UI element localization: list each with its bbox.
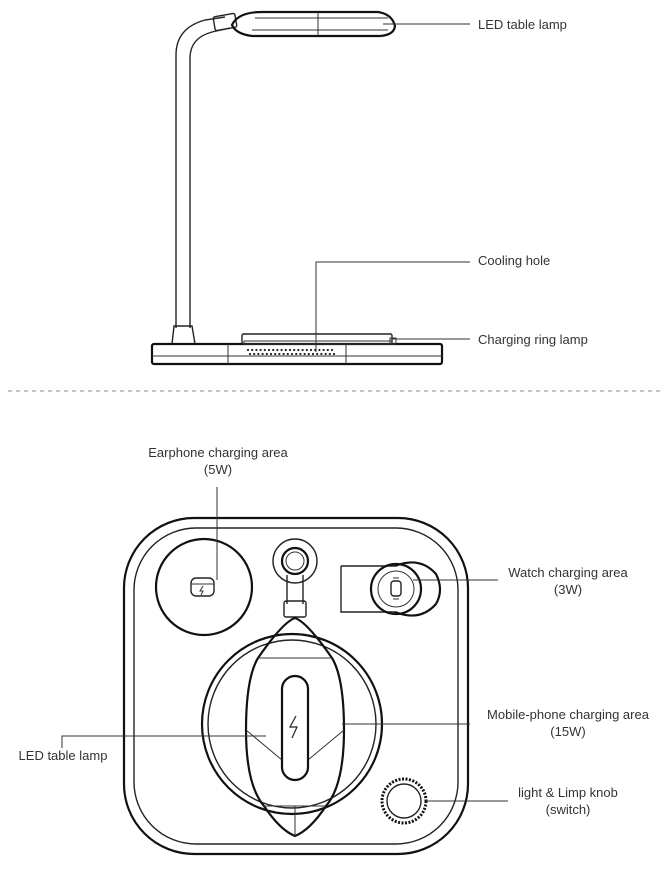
label-mobile-area: Mobile-phone charging area xyxy=(487,707,650,722)
lightning-icon xyxy=(288,715,298,739)
cooling-hole-dot xyxy=(290,352,294,356)
cooling-hole-dot xyxy=(246,348,250,352)
side-view: LED table lamp Cooling hole Charging rin… xyxy=(150,10,588,366)
cooling-hole-dot xyxy=(265,352,268,356)
cooling-hole-dot xyxy=(253,352,256,356)
cooling-hole-dot xyxy=(332,352,336,356)
cooling-hole-dot xyxy=(288,348,292,352)
cooling-hole-dot xyxy=(311,352,315,356)
cooling-hole-dot xyxy=(272,348,275,352)
cooling-hole-dot xyxy=(284,348,287,352)
cooling-hole-dot xyxy=(259,348,262,352)
watch-charging-pad xyxy=(369,562,423,616)
knob-switch xyxy=(380,777,428,825)
label-charging-ring-lamp: Charging ring lamp xyxy=(478,332,588,347)
cooling-hole-dot xyxy=(274,352,277,356)
cooling-hole-dot xyxy=(278,352,281,356)
label-knob: light & Limp knob xyxy=(518,785,618,800)
cooling-hole-dot xyxy=(282,352,285,356)
cooling-hole-dot xyxy=(322,348,325,352)
cooling-hole-dot xyxy=(326,348,329,352)
cooling-hole-dot xyxy=(305,348,308,352)
cooling-hole-dot xyxy=(297,348,300,352)
cooling-hole-dot xyxy=(255,348,258,352)
cooling-hole-dot xyxy=(303,352,306,356)
label-mobile-power: (15W) xyxy=(550,724,585,739)
cooling-hole-dot xyxy=(328,352,331,356)
cooling-hole-dot xyxy=(280,348,283,352)
cooling-hole-dot xyxy=(276,348,279,352)
label-led-lamp-bottom: LED table lamp xyxy=(19,748,108,763)
cooling-hole-dot xyxy=(251,348,254,352)
label-earphone-area: Earphone charging area xyxy=(148,445,288,460)
cooling-hole-dot xyxy=(248,352,252,356)
earphone-case-icon xyxy=(190,577,215,597)
cooling-hole-dot xyxy=(309,348,313,352)
cooling-hole-dot xyxy=(263,348,266,352)
cooling-hole-dot xyxy=(320,352,323,356)
cooling-hole-dot xyxy=(316,352,319,356)
cooling-hole-dot xyxy=(330,348,334,352)
cooling-hole-dot xyxy=(257,352,260,356)
cooling-hole-dots xyxy=(246,348,336,356)
cooling-hole-dot xyxy=(299,352,302,356)
label-led-lamp-top: LED table lamp xyxy=(478,17,567,32)
cooling-hole-dot xyxy=(324,352,327,356)
cooling-hole-dot xyxy=(293,348,296,352)
top-view: Earphone charging area (5W) Watch chargi… xyxy=(19,445,650,856)
label-watch-power: (3W) xyxy=(554,582,582,597)
lamp-head xyxy=(230,10,397,38)
cooling-hole-dot xyxy=(269,352,273,356)
cooling-hole-dot xyxy=(301,348,304,352)
cooling-hole-dot xyxy=(267,348,271,352)
cooling-hole-dot xyxy=(286,352,289,356)
label-knob-switch: (switch) xyxy=(546,802,591,817)
label-cooling-hole: Cooling hole xyxy=(478,253,550,268)
cooling-hole-dot xyxy=(295,352,298,356)
cooling-hole-dot xyxy=(261,352,264,356)
label-earphone-power: (5W) xyxy=(204,462,232,477)
cooling-hole-dot xyxy=(318,348,321,352)
earphone-charging-pad xyxy=(154,537,254,637)
cooling-hole-dot xyxy=(307,352,310,356)
label-watch-area: Watch charging area xyxy=(508,565,628,580)
watch-icon xyxy=(390,577,402,600)
